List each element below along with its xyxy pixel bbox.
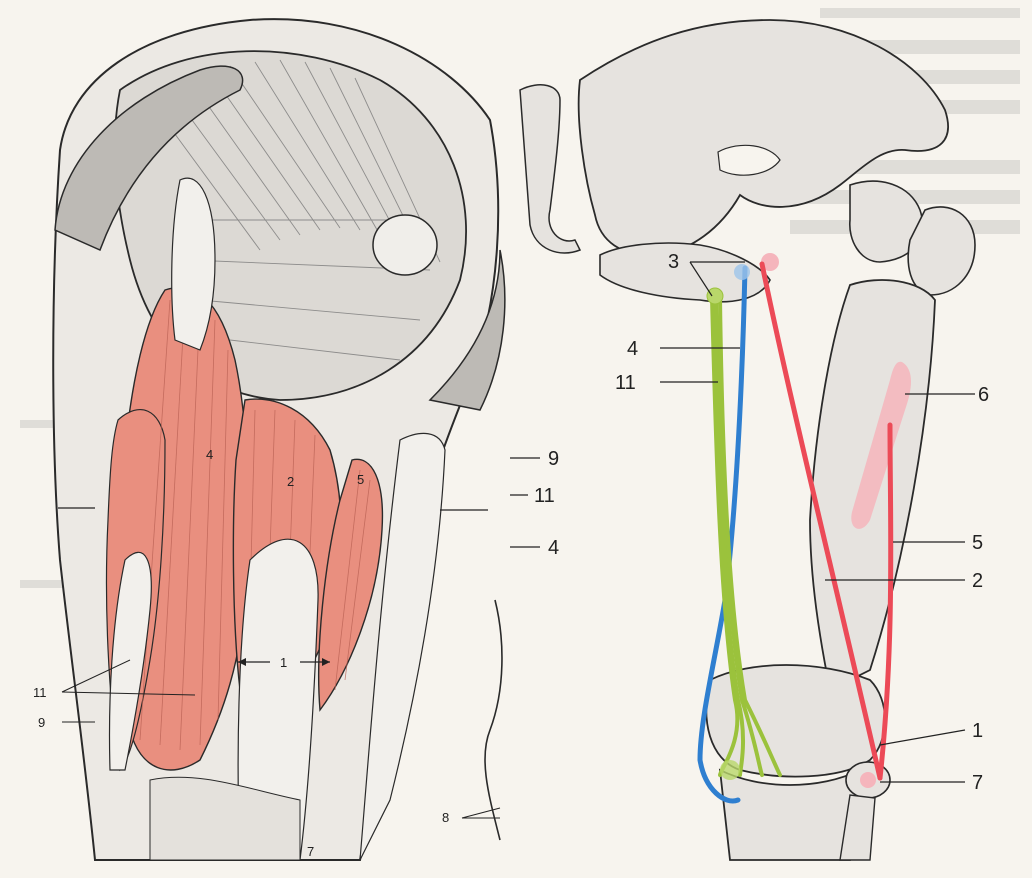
trochanter-region bbox=[373, 215, 437, 275]
label-7-right: 7 bbox=[972, 772, 983, 794]
label-1-right: 1 bbox=[972, 720, 983, 742]
label-5: 5 bbox=[357, 472, 364, 487]
green-insertion bbox=[720, 760, 740, 780]
label-9: 9 bbox=[38, 715, 45, 730]
label-3: 3 bbox=[668, 251, 679, 273]
green-origin bbox=[707, 288, 723, 304]
label-11-right: 11 bbox=[615, 372, 636, 394]
label-1: 1 bbox=[280, 655, 287, 670]
label-5-right: 5 bbox=[972, 532, 983, 554]
edge-label-11: 11 bbox=[534, 485, 555, 507]
fibular-insertion-pink bbox=[860, 772, 876, 788]
label-11: 11 bbox=[33, 685, 47, 700]
label-4: 4 bbox=[206, 447, 213, 462]
label-2-right: 2 bbox=[972, 570, 983, 592]
label-8: 8 bbox=[442, 810, 449, 825]
edge-label-4: 4 bbox=[548, 537, 559, 559]
label-6: 6 bbox=[978, 384, 989, 406]
label-4-right: 4 bbox=[627, 338, 638, 360]
label-7: 7 bbox=[307, 844, 314, 859]
tendon-proximal bbox=[172, 178, 215, 350]
blue-origin bbox=[734, 264, 750, 280]
edge-label-9: 9 bbox=[548, 448, 559, 470]
label-2: 2 bbox=[287, 474, 294, 489]
